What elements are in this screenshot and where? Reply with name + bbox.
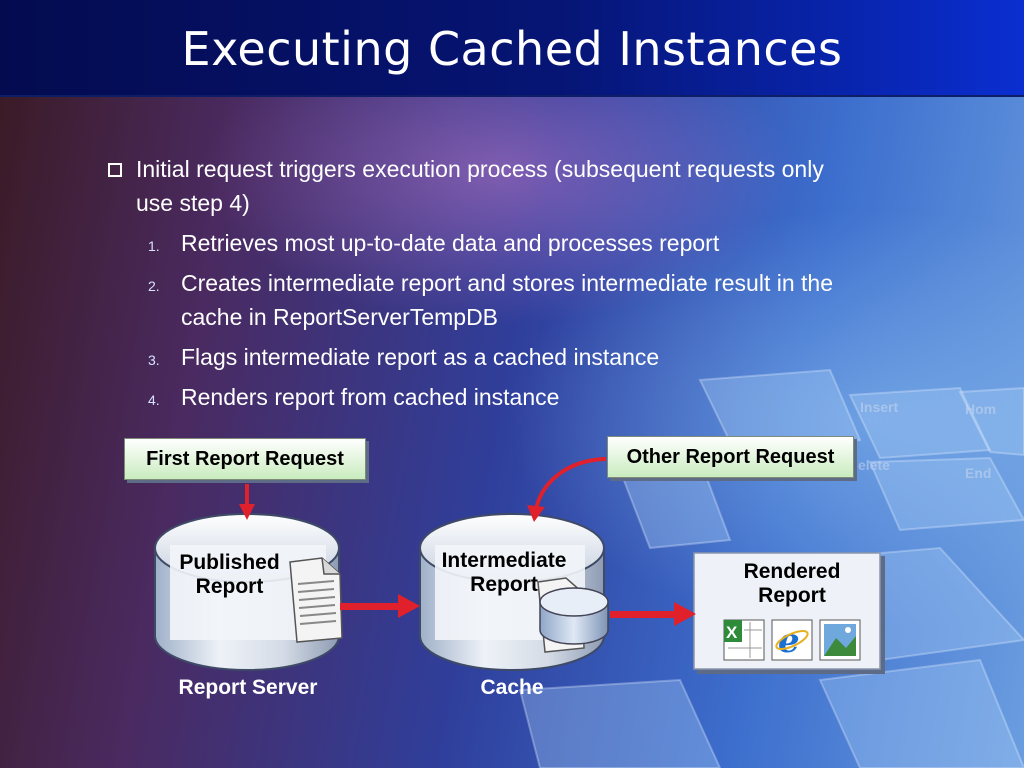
image-icon (819, 619, 861, 661)
main-bullet-text: Initial request triggers execution proce… (136, 156, 824, 216)
svg-text:e: e (778, 621, 800, 661)
step-item: 2. Creates intermediate report and store… (100, 266, 860, 334)
internet-explorer-icon: e (771, 619, 813, 661)
bullet-square-icon (108, 163, 122, 177)
published-report-document-icon (289, 557, 343, 643)
step-item: 1. Retrieves most up-to-date data and pr… (100, 226, 860, 260)
published-report-label: Published Report (179, 551, 280, 598)
home-key-label: Hom (965, 401, 996, 417)
arrow-server-to-cache (340, 594, 420, 618)
end-key-label: End (965, 465, 991, 481)
step-text: Retrieves most up-to-date data and proce… (181, 230, 720, 256)
step-text: Creates intermediate report and stores i… (181, 270, 833, 330)
step-number: 1. (148, 238, 160, 254)
insert-key-label: Insert (860, 399, 898, 415)
intermediate-report-label: Intermediate Report (441, 549, 567, 596)
step-number: 2. (148, 278, 160, 294)
svg-text:X: X (726, 623, 738, 642)
step-item: 4. Renders report from cached instance (100, 380, 860, 414)
title-bar (0, 0, 1024, 97)
step-number: 3. (148, 352, 160, 368)
report-server-caption: Report Server (178, 676, 318, 699)
cache-disk-icon (539, 587, 609, 645)
step-item: 3. Flags intermediate report as a cached… (100, 340, 860, 374)
step-text: Renders report from cached instance (181, 384, 560, 410)
step-number: 4. (148, 392, 160, 408)
bullet-list: Initial request triggers execution proce… (100, 152, 860, 414)
arrow-other-request-to-cache (527, 457, 607, 522)
other-report-request-box: Other Report Request (607, 436, 854, 478)
delete-key-label: elete (858, 457, 890, 473)
arrow-first-request-to-server (239, 484, 255, 520)
excel-icon: X (723, 619, 765, 661)
step-text: Flags intermediate report as a cached in… (181, 344, 660, 370)
cache-caption: Cache (480, 676, 544, 699)
rendered-report-label: Rendered Report (743, 560, 841, 607)
slide-title: Executing Cached Instances (181, 22, 843, 76)
main-bullet: Initial request triggers execution proce… (100, 152, 860, 220)
arrow-cache-to-rendered (610, 602, 696, 626)
first-report-request-box: First Report Request (124, 438, 366, 480)
